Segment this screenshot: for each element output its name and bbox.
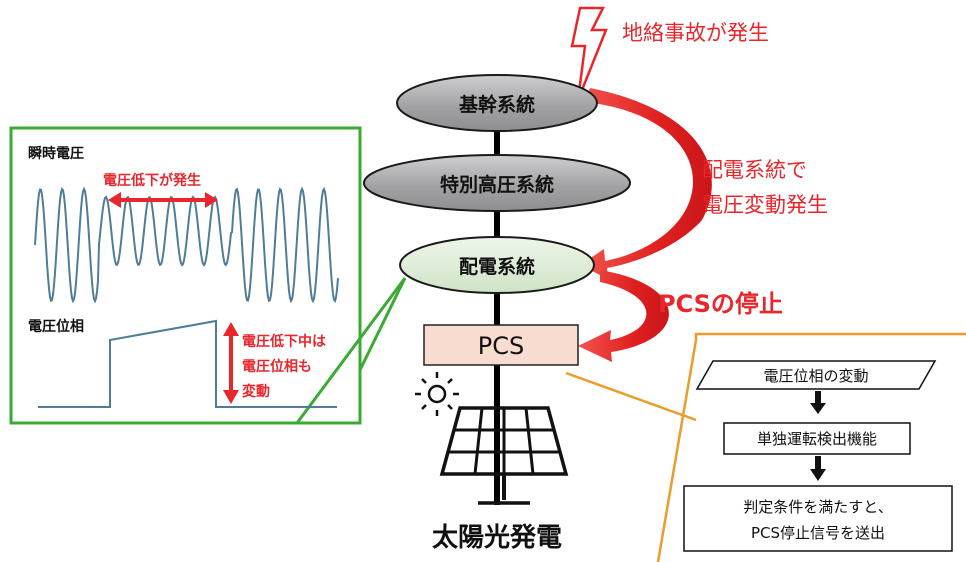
instant-voltage-label: 瞬時電圧: [28, 145, 84, 162]
phase-note-line-1: 電圧低下中は: [242, 333, 326, 350]
pcs-stop-label: PCSの停止: [658, 290, 783, 318]
flowchart-step-3-line-1: 判定条件を満たすと、: [743, 498, 892, 516]
sun-icon: [415, 372, 459, 416]
phase-waveform: [38, 319, 337, 408]
voltage-fluctuation-label-1: 配電系統で: [702, 158, 807, 182]
voltage-drop-label: 電圧低下が発生: [103, 172, 201, 189]
distribution-system-label: 配電系統: [459, 255, 535, 278]
flowchart-step-islanding-detection: 単独運転検出機能: [723, 422, 911, 455]
lightning-icon: [570, 6, 608, 101]
trunk-system-label: 基幹系統: [458, 93, 535, 116]
voltage-fluctuation-arrow: [580, 88, 712, 279]
flowchart-step-pcs-stop-signal: 判定条件を満たすと、 PCS停止信号を送出: [683, 485, 953, 552]
flowchart-arrow-2: [810, 456, 826, 481]
waveform-callout-line-2: [295, 277, 407, 424]
pcs-stop-arrow: [578, 270, 669, 362]
special-high-voltage-label: 特別高圧系統: [440, 173, 554, 196]
pcs-node: PCS: [423, 324, 579, 366]
special-high-voltage-node: 特別高圧系統: [363, 154, 631, 212]
flowchart-step-3-line-2: PCS停止信号を送出: [751, 524, 885, 542]
distribution-system-node: 配電系統: [399, 236, 595, 294]
phase-note-line-2: 電圧位相も: [242, 358, 312, 375]
flowchart-step-2-text: 単独運転検出機能: [757, 430, 877, 448]
waveform-callout-line-1: [358, 277, 407, 371]
ground-fault-label: 地絡事故が発生: [622, 21, 769, 45]
phase-label: 電圧位相: [28, 318, 84, 335]
solar-panel-icon: [439, 406, 569, 505]
phase-note-line-3: 変動: [242, 383, 270, 400]
flowchart-callout-line: [565, 371, 697, 422]
voltage-drop-arrow: [108, 192, 218, 208]
flowchart-panel-border: [656, 332, 966, 562]
flowchart-step-voltage-phase: 電圧位相の変動: [695, 360, 937, 390]
solar-generation-label: 太陽光発電: [432, 523, 562, 553]
trunk-system-node: 基幹系統: [396, 74, 598, 132]
voltage-fluctuation-label-2: 電圧変動発生: [702, 193, 828, 217]
pcs-label: PCS: [478, 332, 524, 360]
flowchart-step-1-text: 電圧位相の変動: [763, 367, 868, 385]
flowchart-arrow-1: [810, 391, 826, 414]
phase-change-arrow: [223, 322, 239, 404]
instant-voltage-waveform: [34, 186, 339, 304]
